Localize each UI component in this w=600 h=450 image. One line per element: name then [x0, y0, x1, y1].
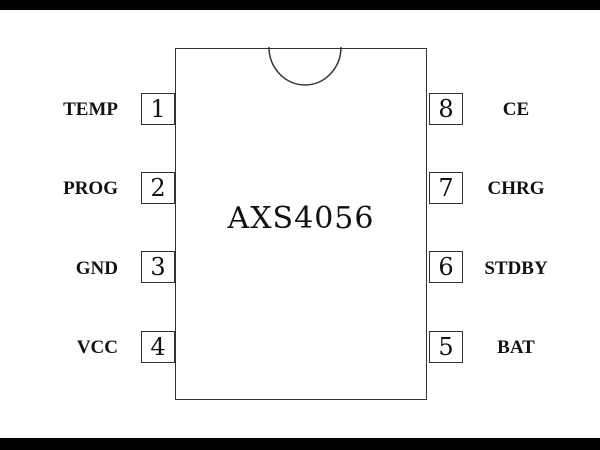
- pin-label-vcc: VCC: [76, 337, 118, 358]
- pin-number-2: 2: [141, 172, 175, 204]
- pin-label-temp: TEMP: [63, 99, 118, 120]
- pin-label-bat: BAT: [497, 337, 535, 358]
- pin-label-chrg: CHRG: [487, 178, 545, 199]
- pin1-notch-icon: [268, 47, 342, 86]
- pin-label-stdby: STDBY: [484, 258, 548, 279]
- pin-label-prog: PROG: [63, 178, 118, 199]
- pin-number-7: 7: [429, 172, 463, 204]
- pin-number-8: 8: [429, 93, 463, 125]
- pin-label-ce: CE: [502, 99, 530, 120]
- ic-package-body: AXS4056: [175, 47, 427, 400]
- pin-number-5: 5: [429, 331, 463, 363]
- pin-number-4: 4: [141, 331, 175, 363]
- pin-number-1: 1: [141, 93, 175, 125]
- pin-label-gnd: GND: [75, 258, 118, 279]
- diagram-canvas: AXS4056 TEMP 1 PROG 2 GND 3 VCC 4 8 CE 7…: [0, 10, 600, 438]
- pin-number-6: 6: [429, 251, 463, 283]
- pin-number-3: 3: [141, 251, 175, 283]
- part-number: AXS4056: [227, 201, 375, 236]
